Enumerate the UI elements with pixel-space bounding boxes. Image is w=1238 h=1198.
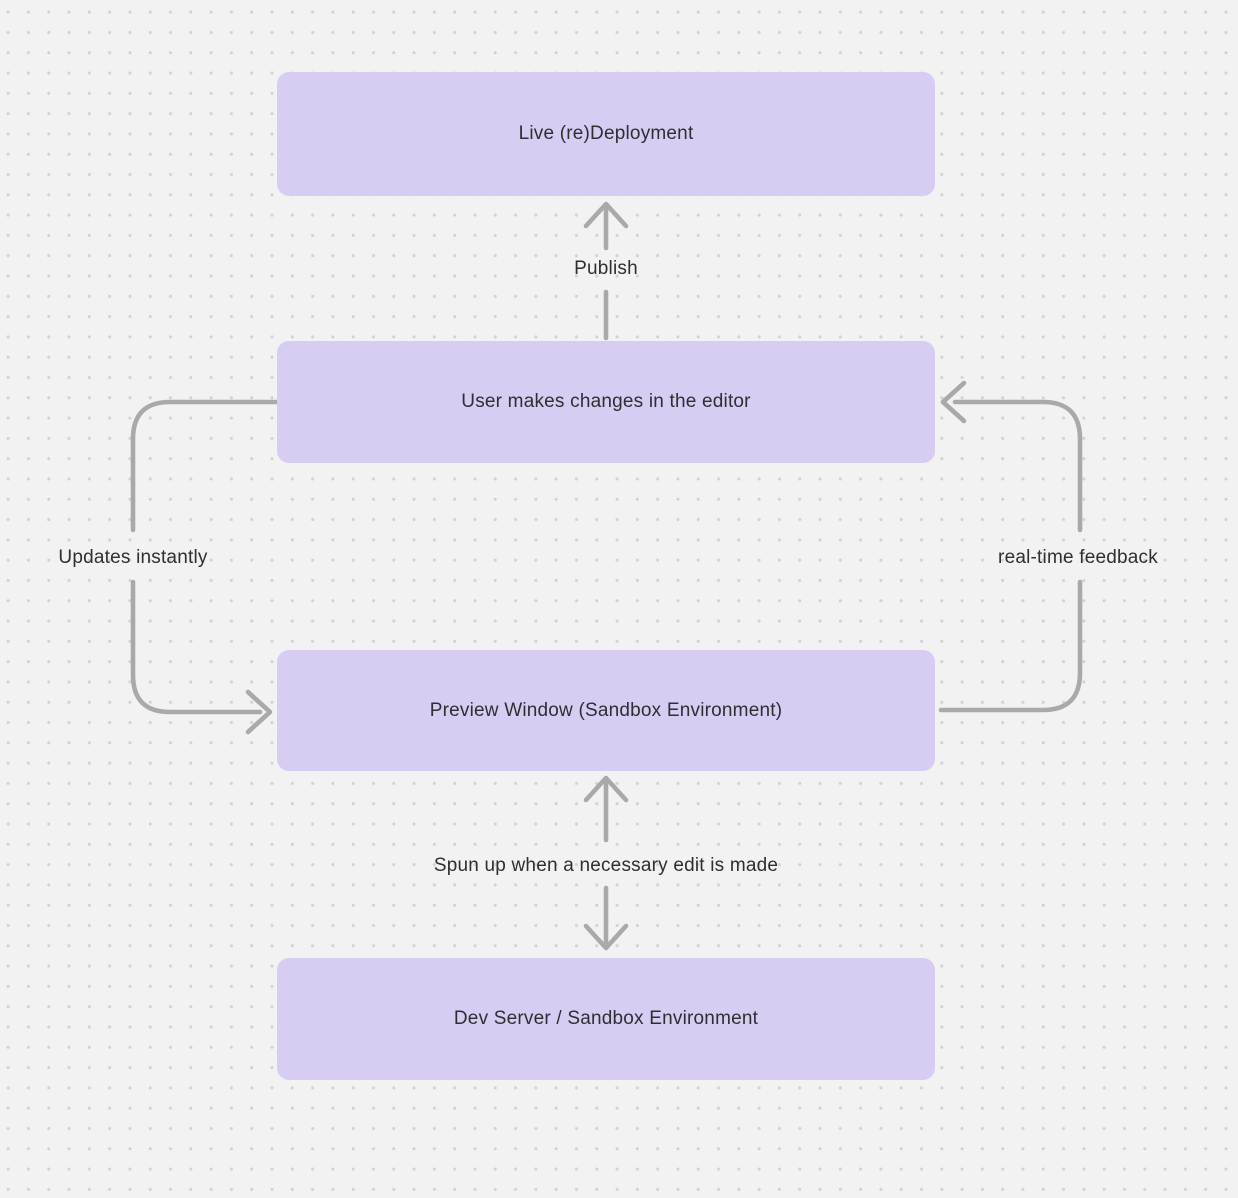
- feedback-arrowhead-left-icon[interactable]: [940, 380, 967, 424]
- node-dev-server[interactable]: Dev Server / Sandbox Environment: [277, 958, 935, 1080]
- node-preview[interactable]: Preview Window (Sandbox Environment): [277, 650, 935, 771]
- feedback-arrow-segment-top[interactable]: [952, 399, 1083, 533]
- updates-arrow-segment-top[interactable]: [130, 399, 280, 533]
- edge-label-realtime-feedback: real-time feedback: [998, 547, 1158, 568]
- edge-label-spun-up: Spun up when a necessary edit is made: [433, 855, 779, 876]
- updates-arrow-segment-bottom[interactable]: [130, 579, 263, 715]
- edge-publish[interactable]: [583, 201, 629, 341]
- spunup-arrowhead-down-icon[interactable]: [583, 923, 629, 951]
- edge-updates-instantly[interactable]: [130, 399, 280, 735]
- publish-arrowhead-up-icon[interactable]: [583, 201, 629, 229]
- spunup-arrowhead-up-icon[interactable]: [583, 775, 629, 803]
- edge-label-updates-instantly: Updates instantly: [58, 547, 208, 568]
- feedback-arrow-segment-bottom[interactable]: [938, 579, 1083, 713]
- node-editor[interactable]: User makes changes in the editor: [277, 341, 935, 463]
- node-editor-label: User makes changes in the editor: [461, 391, 751, 412]
- edge-label-publish: Publish: [574, 258, 638, 279]
- node-live-deployment-label: Live (re)Deployment: [518, 123, 694, 144]
- node-preview-label: Preview Window (Sandbox Environment): [429, 699, 783, 721]
- edge-spun-up[interactable]: [583, 775, 629, 951]
- updates-arrowhead-right-icon[interactable]: [245, 689, 273, 735]
- node-live-deployment[interactable]: Live (re)Deployment: [277, 72, 935, 196]
- node-dev-server-label: Dev Server / Sandbox Environment: [453, 1008, 759, 1029]
- edge-realtime-feedback[interactable]: [938, 380, 1083, 713]
